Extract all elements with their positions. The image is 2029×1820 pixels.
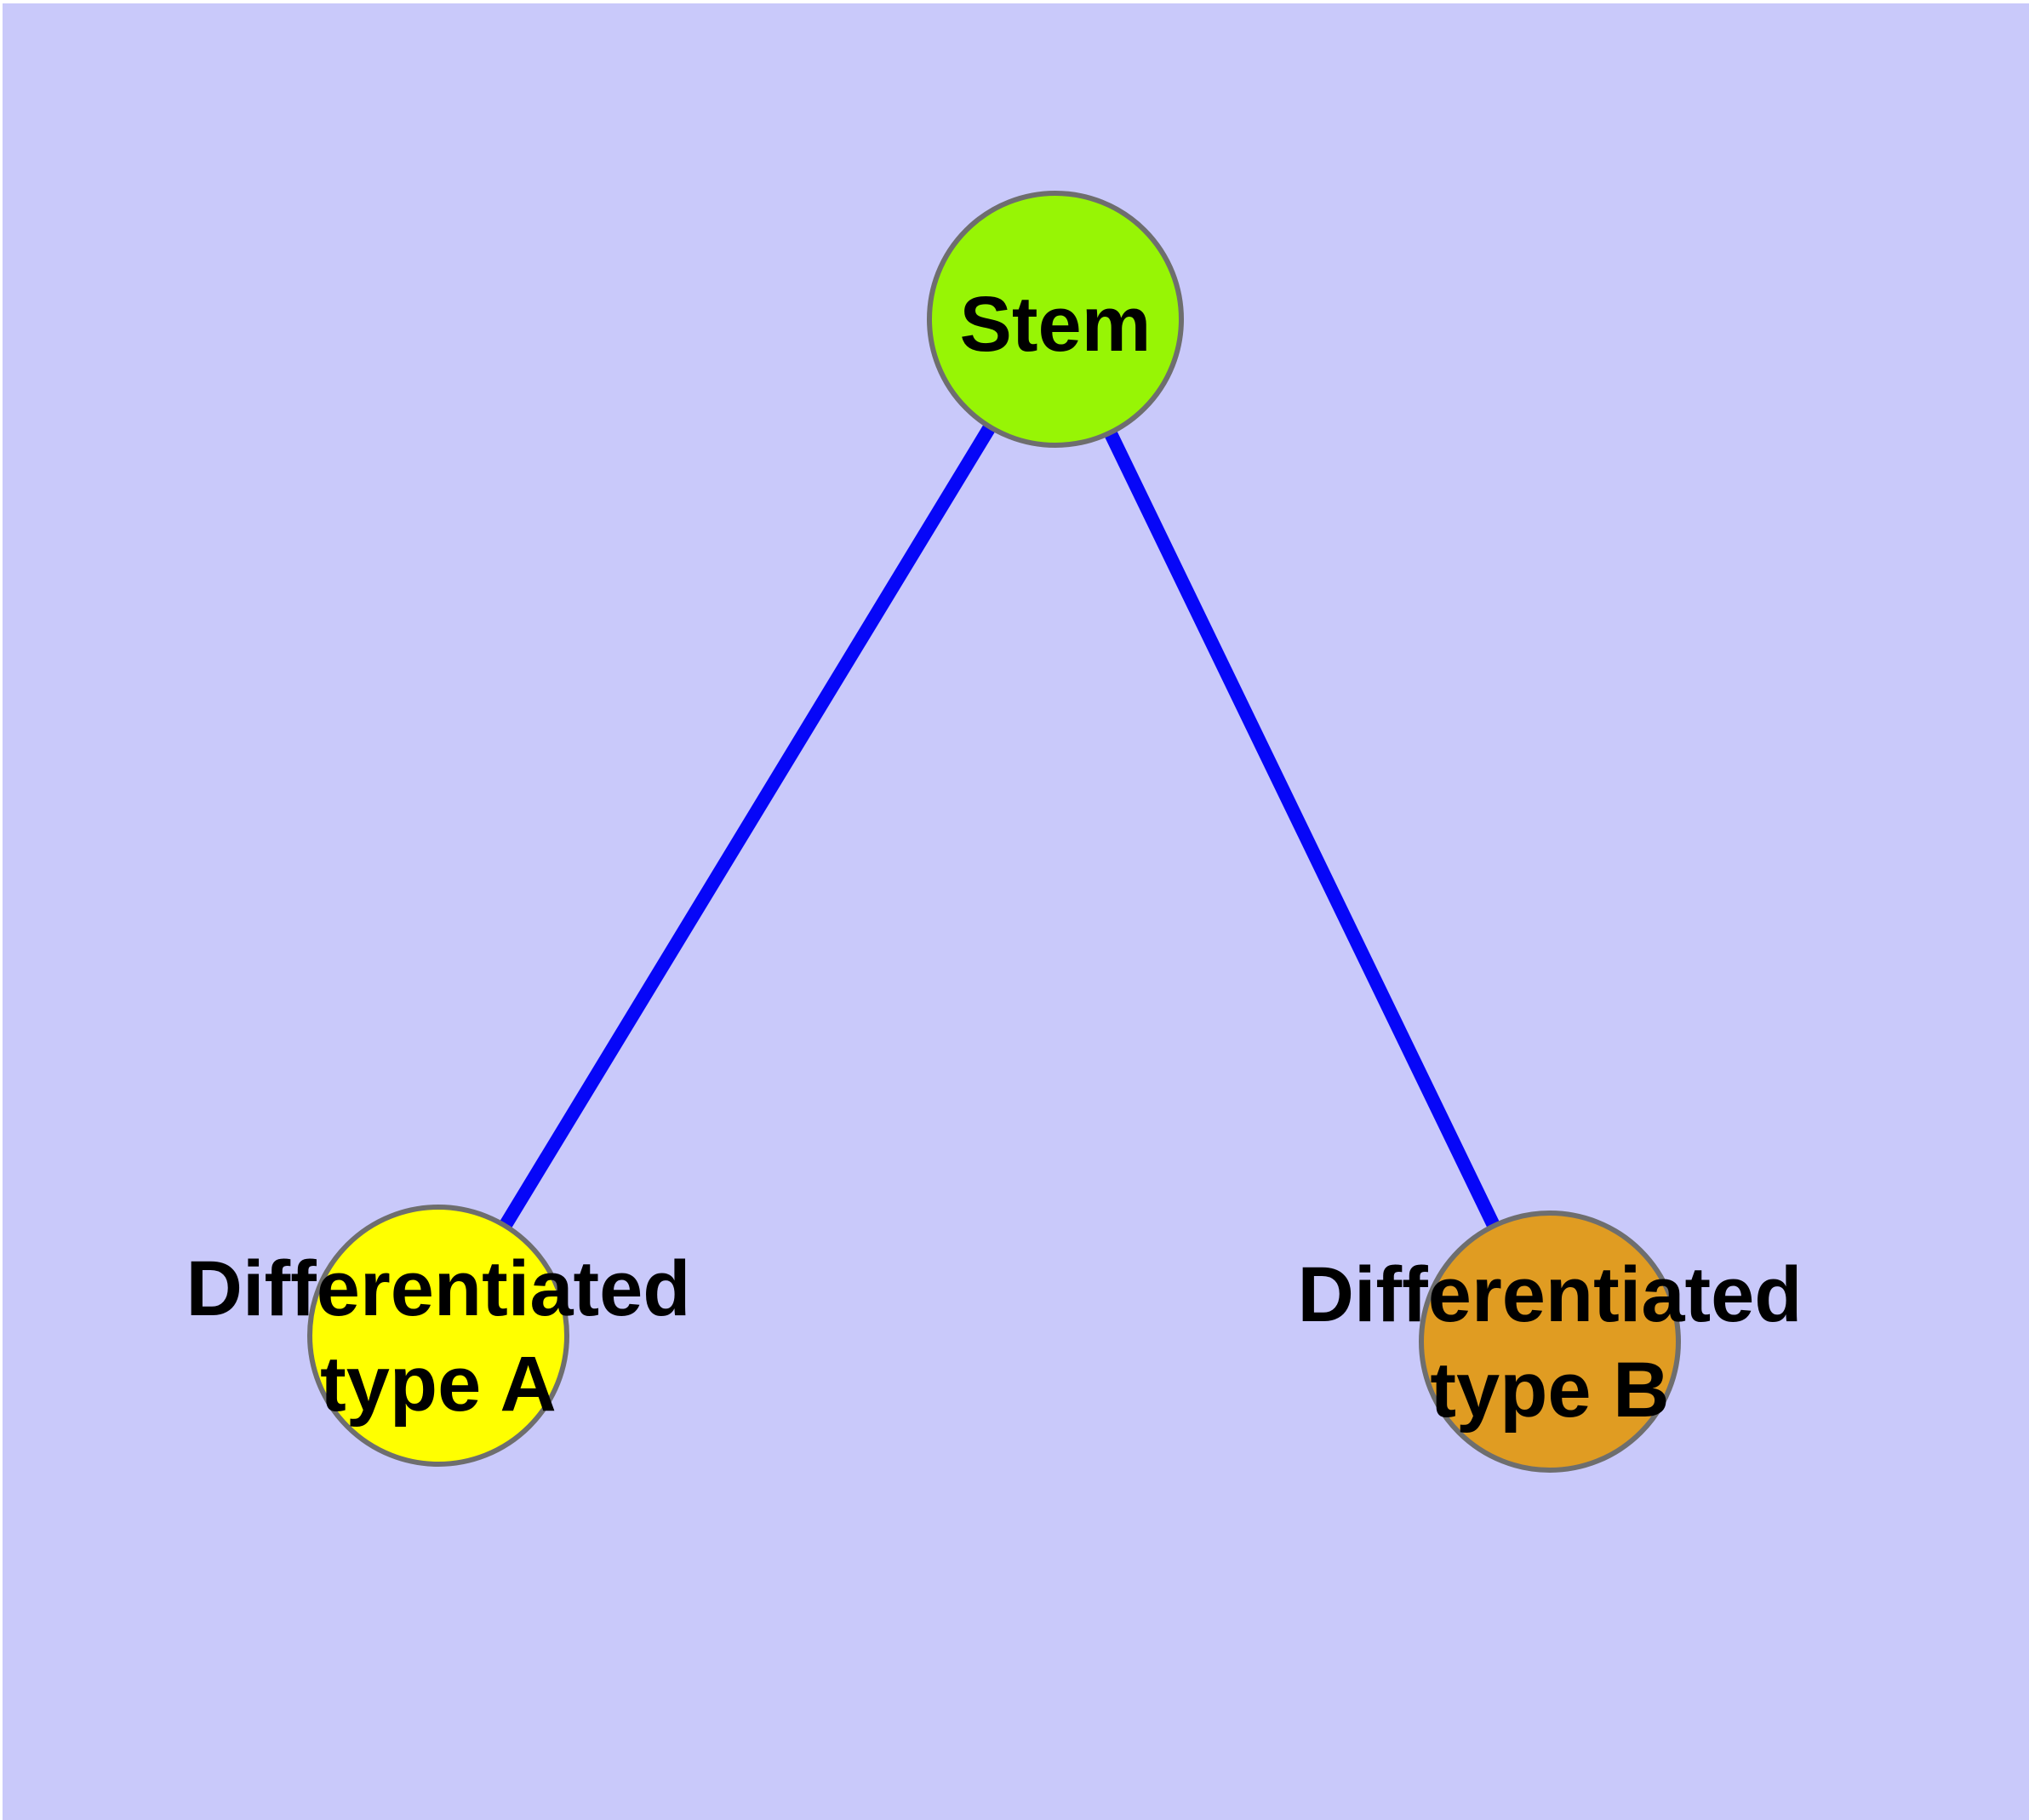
node-stem-label-text: Stem [959, 281, 1152, 368]
node-type-b-label-line2: type B [1430, 1347, 1670, 1434]
node-type-b-label: Differentiated type B [1298, 1247, 1803, 1438]
node-stem-label: Stem [960, 277, 1152, 372]
edge-stem-to-type-a [432, 315, 1061, 1340]
graph-svg [307, 191, 1681, 1473]
node-type-b-circle [1419, 1210, 1681, 1473]
node-type-a-circle [307, 1205, 569, 1467]
graph-canvas: Stem Differentiated type A Differentiate… [3, 3, 2029, 1820]
node-stem-circle [927, 191, 1184, 448]
node-type-b-label-line1: Differentiated [1297, 1251, 1803, 1338]
node-type-a-label: Differentiated type A [186, 1241, 691, 1432]
node-type-a-label-line1: Differentiated [186, 1245, 691, 1332]
edge-stem-to-type-b [1049, 316, 1557, 1345]
node-type-a-label-line2: type A [320, 1341, 557, 1428]
